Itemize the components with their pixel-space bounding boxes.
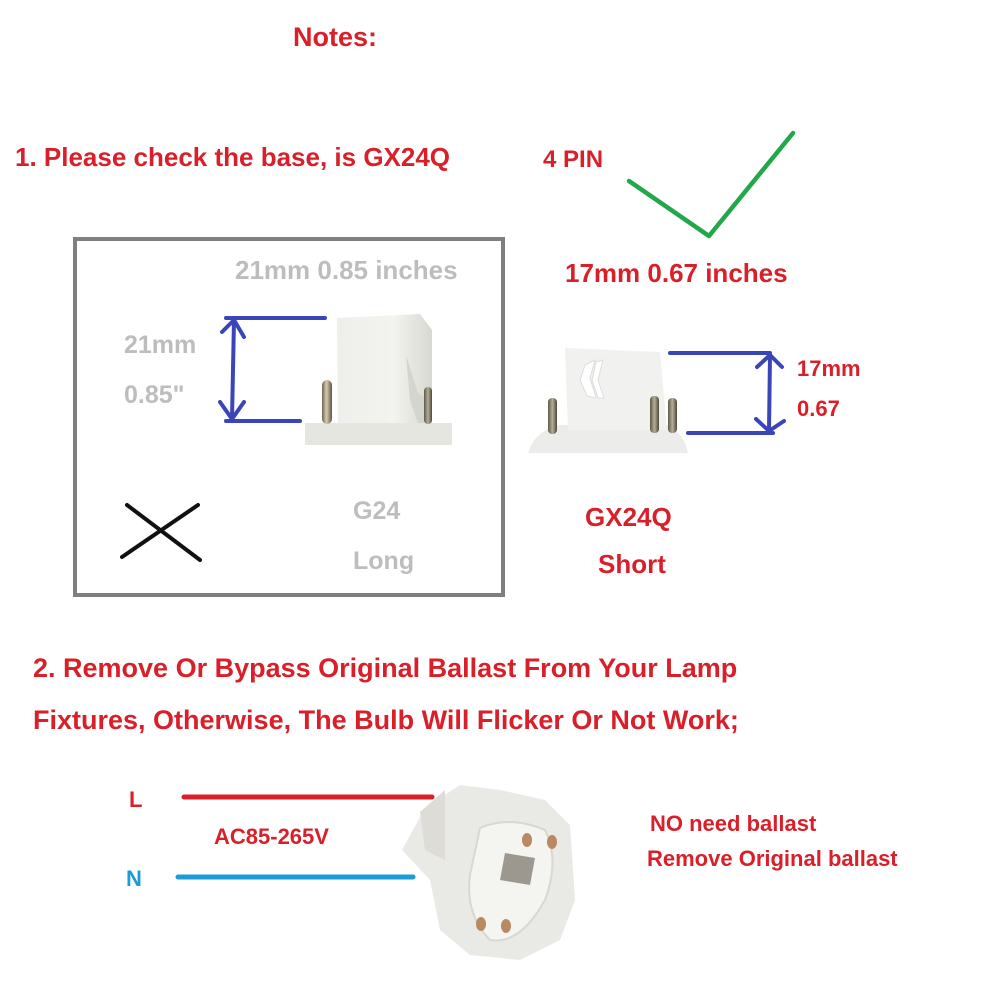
remove-ballast-note: Remove Original ballast xyxy=(647,846,898,871)
g24-base-image xyxy=(305,314,452,445)
correct-base-length: Short xyxy=(598,549,666,579)
notes-title: Notes: xyxy=(293,22,378,52)
live-wire-label: L xyxy=(129,787,143,812)
wrong-base-panel xyxy=(73,237,505,597)
x-cross-icon xyxy=(120,503,202,562)
g24-height-arrow xyxy=(218,316,327,423)
pin-label: 4 PIN xyxy=(543,146,604,173)
note2-line1: 2. Remove Or Bypass Original Ballast Fro… xyxy=(33,653,738,683)
neutral-wire-label: N xyxy=(126,866,142,891)
wrong-base-name: G24 xyxy=(353,497,401,525)
wrong-base-length: Long xyxy=(353,547,415,575)
wrong-base-side-mm: 21mm xyxy=(124,331,197,359)
note1-text: 1. Please check the base, is GX24Q xyxy=(15,142,451,172)
note2-line2: Fixtures, Otherwise, The Bulb Will Flick… xyxy=(33,705,739,735)
voltage-label: AC85-265V xyxy=(214,824,329,849)
correct-base-side-mm: 17mm xyxy=(797,356,861,381)
wrong-base-side-inches: 0.85" xyxy=(124,381,185,409)
wrong-base-top-dimension: 21mm 0.85 inches xyxy=(235,255,458,285)
correct-base-dimension: 17mm 0.67 inches xyxy=(565,258,788,288)
lamp-socket-image xyxy=(402,785,575,960)
gx24q-base-image xyxy=(528,348,688,453)
gx24q-height-arrow xyxy=(668,351,786,435)
no-ballast-note: NO need ballast xyxy=(650,811,817,836)
checkmark-icon xyxy=(626,130,796,239)
correct-base-name: GX24Q xyxy=(585,502,672,532)
correct-base-side-inches: 0.67 xyxy=(797,396,840,421)
